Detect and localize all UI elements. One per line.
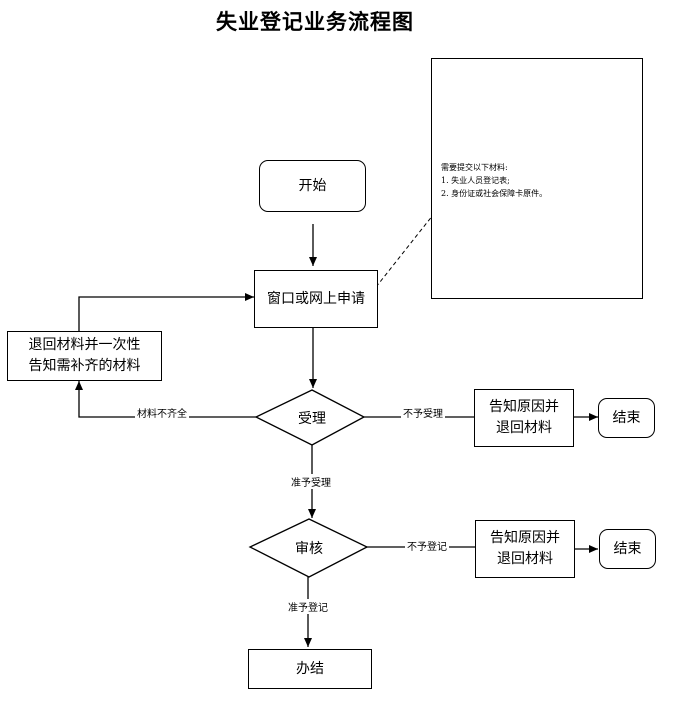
- materials-note-box: 需要提交以下材料: 1. 失业人员登记表; 2. 身份证或社会保障卡原件。: [431, 58, 643, 299]
- edge-label-incomplete: 材料不齐全: [135, 405, 189, 420]
- return-materials-line1: 退回材料并一次性: [28, 337, 141, 353]
- end-2-label: 结束: [613, 540, 642, 557]
- note-item-1: 1. 失业人员登记表;: [441, 176, 510, 185]
- note-heading: 需要提交以下材料:: [441, 163, 508, 172]
- end-1-label: 结束: [612, 409, 641, 426]
- page-title: 失业登记业务流程图: [216, 9, 414, 34]
- accept-label: 受理: [298, 411, 326, 427]
- notify-reject-1-node: 告知原因并 退回材料: [474, 389, 574, 447]
- end-node-1: 结束: [598, 398, 655, 438]
- edge-label-not-registered: 不予登记: [405, 538, 449, 553]
- edge-label-accepted: 准予受理: [289, 474, 333, 489]
- edge-accept-return: [75, 381, 256, 418]
- edge-label-not-accepted: 不予受理: [401, 405, 445, 420]
- return-materials-line2: 告知需补齐的材料: [28, 358, 141, 374]
- note-callout-line: [375, 214, 434, 288]
- accept-diamond: [254, 389, 366, 446]
- apply-node: 窗口或网上申请: [254, 270, 378, 328]
- return-materials-node: 退回材料并一次性 告知需补齐的材料: [7, 331, 162, 381]
- review-label: 审核: [295, 541, 323, 557]
- complete-node: 办结: [248, 649, 372, 689]
- complete-label: 办结: [296, 660, 324, 677]
- start-label: 开始: [298, 177, 327, 194]
- end-node-2: 结束: [599, 529, 656, 569]
- review-diamond: [248, 518, 369, 578]
- apply-label: 窗口或网上申请: [267, 290, 365, 307]
- edge-return-apply: [78, 293, 254, 331]
- materials-note-text: 需要提交以下材料: 1. 失业人员登记表; 2. 身份证或社会保障卡原件。: [441, 161, 547, 200]
- notify-reject-2-line2: 退回材料: [497, 551, 553, 567]
- start-node: 开始: [259, 160, 366, 212]
- notify-reject-2-line1: 告知原因并: [490, 530, 560, 546]
- notify-reject-1-line2: 退回材料: [496, 420, 552, 436]
- notify-reject-1-line1: 告知原因并: [489, 399, 559, 415]
- edge-label-registered: 准予登记: [286, 599, 330, 614]
- notify-reject-2-node: 告知原因并 退回材料: [475, 520, 575, 578]
- note-item-2: 2. 身份证或社会保障卡原件。: [441, 189, 548, 198]
